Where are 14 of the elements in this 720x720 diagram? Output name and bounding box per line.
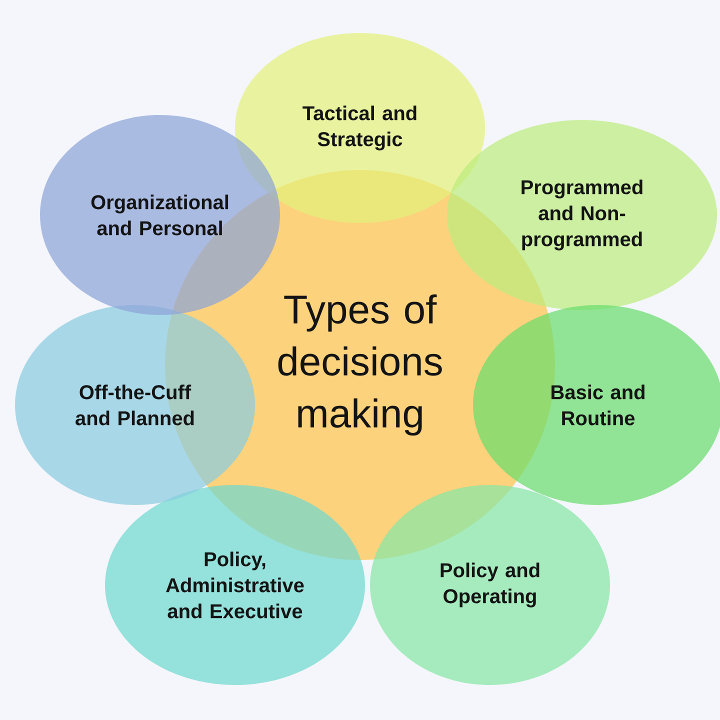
- topic-label: Programmed and Non-programmed: [522, 180, 642, 250]
- topic-ellipse: [40, 115, 280, 315]
- topic-ellipse: [15, 305, 255, 505]
- topic-label: Organizational and Personal: [91, 194, 228, 236]
- topic-label: Policy and Operating: [440, 562, 540, 608]
- topic-label: Policy, Administrative and Executive: [166, 552, 304, 618]
- topic-ellipse: [370, 485, 610, 685]
- topic-ellipse: [235, 33, 485, 223]
- topic-ellipse: [105, 485, 365, 685]
- topic-ellipse: [447, 120, 717, 310]
- topic-label: Basic and Routine: [552, 384, 644, 426]
- topic-label: Tactical and Strategic: [302, 106, 416, 150]
- topic-label: Off-the-Cuff and Planned: [76, 384, 194, 426]
- center-title: Types of decisions making: [278, 294, 442, 436]
